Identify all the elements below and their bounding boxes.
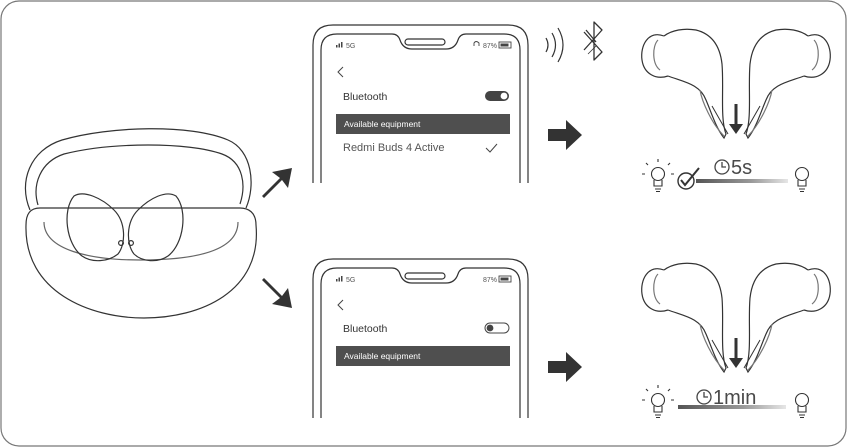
progress-line — [696, 179, 788, 183]
press-arrow-icon — [729, 338, 743, 368]
bottom-available-equipment-bar: Available equipment — [336, 346, 510, 366]
top-available-equipment-bar: Available equipment — [336, 114, 510, 134]
bottom-network-label: 5G — [346, 277, 356, 284]
bottom-phone-outline — [312, 258, 529, 418]
check-icon — [677, 167, 700, 190]
light-bulb-off-icon — [794, 392, 810, 419]
bottom-available-equipment-label: Available equipment — [344, 351, 421, 361]
top-timer-label: 5s — [731, 157, 753, 179]
device-check-icon — [485, 143, 498, 153]
earbuds-case — [24, 128, 257, 319]
light-bulb-on-icon — [642, 385, 674, 419]
bottom-battery-label: 87% — [483, 277, 498, 284]
arrow-down-right-icon — [262, 278, 292, 308]
progress-line — [678, 405, 786, 409]
top-network-label: 5G — [346, 43, 356, 50]
light-bulb-on-icon — [642, 159, 674, 193]
top-back-icon — [337, 66, 344, 78]
bottom-timer-label: 1min — [713, 387, 757, 409]
top-status-icons — [336, 41, 512, 49]
top-bluetooth-title: Bluetooth — [343, 91, 388, 103]
bottom-status-icons — [336, 275, 512, 283]
top-phone-outline — [312, 24, 529, 183]
bluetooth-icon — [583, 21, 603, 61]
bottom-back-icon — [337, 299, 344, 311]
top-battery-label: 87% — [483, 43, 498, 50]
bottom-bluetooth-title: Bluetooth — [343, 323, 388, 335]
arrow-up-right-icon — [262, 168, 292, 198]
arrow-right-icon — [548, 352, 582, 382]
top-earbuds — [641, 28, 831, 140]
press-arrow-icon — [729, 104, 743, 134]
top-available-equipment-label: Available equipment — [344, 119, 421, 129]
clock-icon — [714, 159, 730, 175]
top-bluetooth-toggle[interactable] — [485, 91, 509, 101]
arrow-right-icon — [548, 120, 582, 150]
bottom-earbuds — [641, 262, 831, 374]
device-name[interactable]: Redmi Buds 4 Active — [343, 142, 445, 154]
clock-icon — [696, 389, 712, 405]
bottom-bluetooth-toggle[interactable] — [484, 322, 510, 334]
signal-waves-icon — [545, 27, 564, 63]
light-bulb-off-icon — [794, 166, 810, 193]
